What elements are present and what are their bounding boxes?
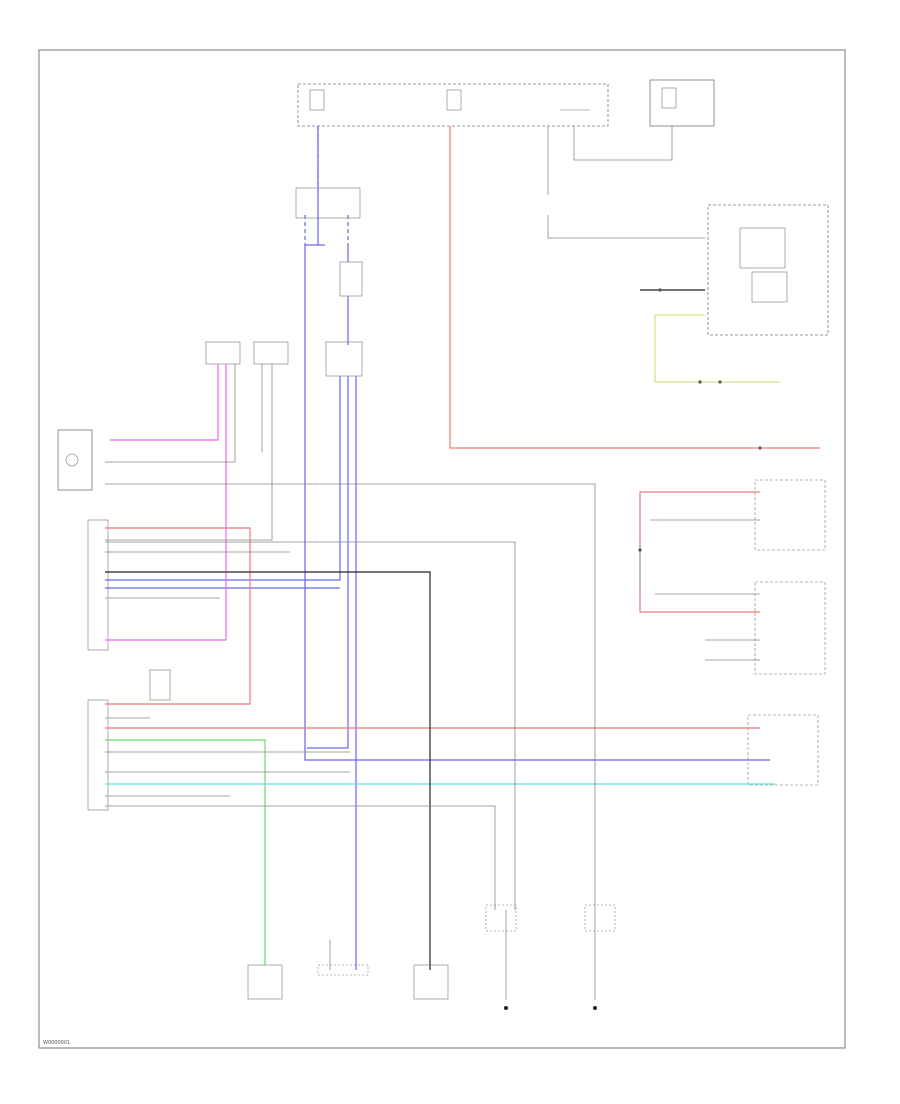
junction-boxes-bottom (485, 904, 616, 932)
fuse-block-top (297, 83, 609, 127)
wire-blue (105, 126, 770, 970)
wire-black (105, 289, 705, 970)
connector-left-main (87, 519, 171, 811)
wire-pink (105, 364, 227, 641)
connector-left-upper (57, 429, 93, 491)
footer-code: W0000001 (43, 1040, 70, 1046)
relay-box-top-right (649, 79, 715, 127)
control-module-right (707, 204, 829, 336)
wire-blue-dashed (304, 126, 349, 245)
switch-right-upper (747, 479, 826, 786)
wire-gray (105, 126, 760, 1000)
wire-yellow (654, 314, 780, 383)
wire-green (105, 739, 266, 965)
bottom-component-left (247, 964, 283, 1000)
bottom-component-right (413, 964, 449, 1000)
wire-red (105, 126, 820, 729)
connector-pair-left (205, 187, 363, 377)
ground-points (504, 1006, 597, 1010)
bottom-component-middle (317, 964, 369, 976)
diagram-border (38, 49, 846, 1049)
splice-points (638, 288, 762, 552)
